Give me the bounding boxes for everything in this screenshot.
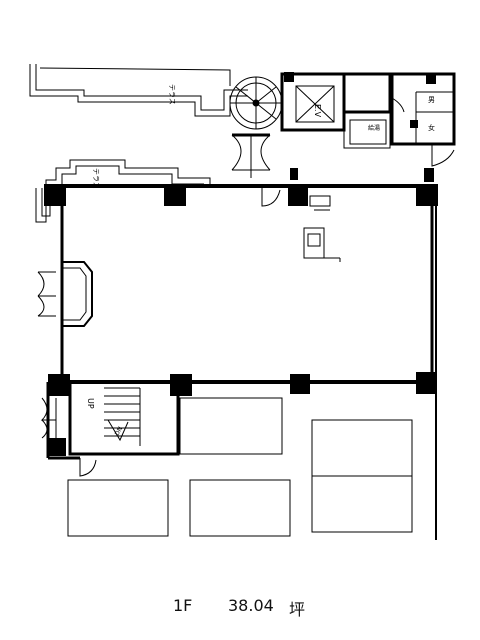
stair-up-label: UP <box>86 398 95 409</box>
columns <box>44 168 438 456</box>
bay-window <box>37 261 93 327</box>
parking-space <box>311 475 413 533</box>
terrace-upper-label: テラス <box>168 84 176 105</box>
upper-terrace-inner <box>35 64 248 111</box>
entrance-doors <box>231 133 271 178</box>
wc-female-label: 女 <box>428 123 435 132</box>
elevator-label: E.V <box>313 104 322 118</box>
main-room-doors <box>261 186 331 211</box>
floor-number: 1F <box>173 596 193 615</box>
stair-dn-label: DN <box>114 426 125 437</box>
parking-space <box>179 397 283 455</box>
terrace-lower-label: テラス <box>92 168 100 189</box>
main-room-walls <box>46 184 437 540</box>
parking-space <box>311 419 413 477</box>
spiral-staircase <box>229 76 283 130</box>
wc-shared-label: 給湯 <box>368 124 380 132</box>
interior-unit <box>303 227 341 262</box>
parking-space <box>67 479 169 537</box>
wc-male-label: 男 <box>428 96 435 104</box>
floor-area: 38.04 <box>228 596 274 615</box>
lower-terrace-outline <box>35 159 211 223</box>
parking-spaces <box>67 397 413 537</box>
lower-left-doors <box>40 397 97 477</box>
wc-block <box>342 72 456 167</box>
elevator-core <box>280 72 346 132</box>
stair-room <box>68 380 180 456</box>
floor-caption: 1F 38.04 坪 <box>0 588 480 628</box>
area-unit: 坪 <box>289 600 306 619</box>
parking-space <box>189 479 291 537</box>
